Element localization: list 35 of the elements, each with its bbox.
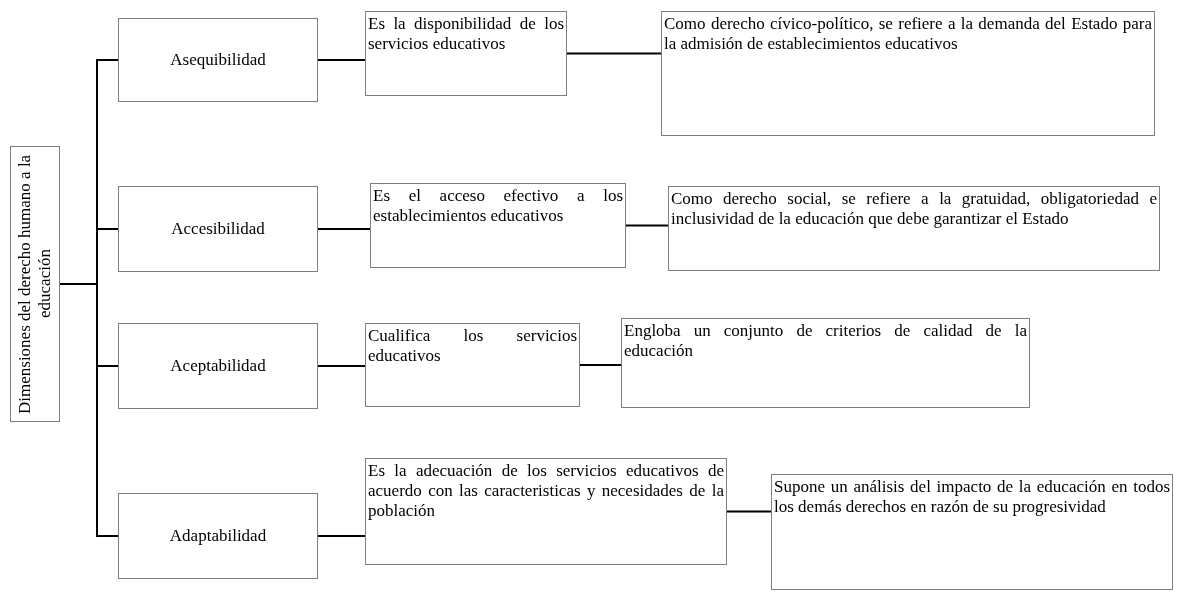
description-box: [771, 474, 1173, 590]
connector-line: [317, 228, 371, 230]
dimension-label: Aceptabilidad: [170, 355, 266, 378]
connector-line: [579, 364, 622, 366]
description-text: Es la adecuación de los servicios educativos de acuerdo con las caracteristicas y necesidades de la población: [367, 460, 725, 521]
description-box: [621, 318, 1030, 408]
description-text: Es el acceso efectivo a los establecimientos educativos: [372, 185, 624, 226]
description-box: [370, 183, 626, 268]
description-text: Cualifica los servicios educativos: [367, 325, 578, 366]
description-box: [365, 323, 580, 407]
dimension-label: Adaptabilidad: [169, 525, 267, 548]
category-box: [10, 146, 60, 422]
description-box: [365, 458, 727, 565]
connector-line: [59, 283, 119, 537]
category-title: Dimensiones del derecho humano a la educación: [15, 153, 55, 416]
connector-line: [317, 365, 366, 367]
connector-line: [566, 52, 662, 55]
dimension-box: [118, 323, 318, 409]
description-text: Supone un análisis del impacto de la educación en todos los demás derechos en razón de su progresividad: [773, 476, 1171, 517]
dimension-box: [118, 18, 318, 102]
dimension-box: [118, 493, 318, 579]
description-text: Como derecho cívico-político, se refiere a la demanda del Estado para la admisión de establecimientos educativos: [663, 13, 1153, 54]
description-box: [668, 186, 1160, 271]
dimension-label: Asequibilidad: [170, 49, 266, 72]
description-box: [661, 11, 1155, 136]
description-text: Engloba un conjunto de criterios de calidad de la educación: [623, 320, 1028, 361]
dimension-box: [118, 186, 318, 272]
description-text: Como derecho social, se refiere a la gratuidad, obligatoriedad e inclusividad de la educación que debe garantizar el Estado: [670, 188, 1158, 229]
description-text: Es la disponibilidad de los servicios educativos: [367, 13, 565, 54]
connector-line: [317, 535, 366, 537]
connector-line: [726, 510, 772, 513]
dimension-label: Accesibilidad: [171, 218, 265, 241]
connector-line: [625, 224, 669, 227]
description-box: [365, 11, 567, 96]
connector-line: [317, 59, 366, 61]
